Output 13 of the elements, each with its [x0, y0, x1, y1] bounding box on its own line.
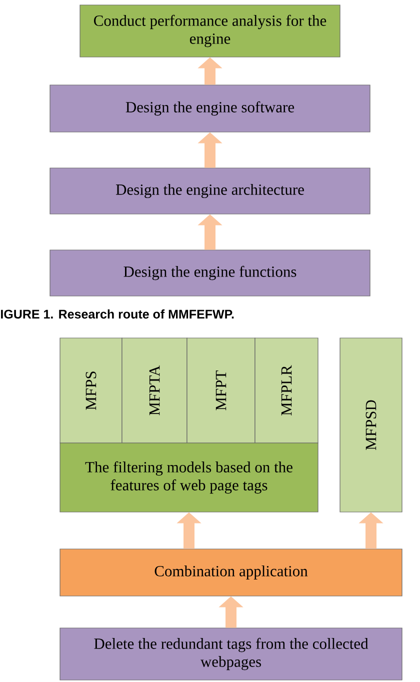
process-box: The filtering models based on the features of web page tags	[60, 442, 318, 512]
process-box: Design the engine software	[50, 84, 370, 132]
figure-caption: IGURE 1. Research route of MMFEFWP.	[1, 309, 234, 319]
model-box: MFPLR	[254, 338, 318, 444]
process-box: Combination application	[60, 548, 402, 596]
model-box: MFPTA	[122, 338, 188, 444]
model-box: MFPT	[186, 338, 256, 444]
process-box: Design the engine architecture	[50, 168, 370, 214]
model-box: MFPS	[60, 338, 122, 444]
process-box: Conduct performance analysis for the engine	[80, 4, 340, 58]
model-box: MFPSD	[340, 338, 402, 512]
process-box: Design the engine functions	[50, 250, 370, 296]
process-box: Delete the redundant tags from the collected webpages	[60, 628, 402, 680]
